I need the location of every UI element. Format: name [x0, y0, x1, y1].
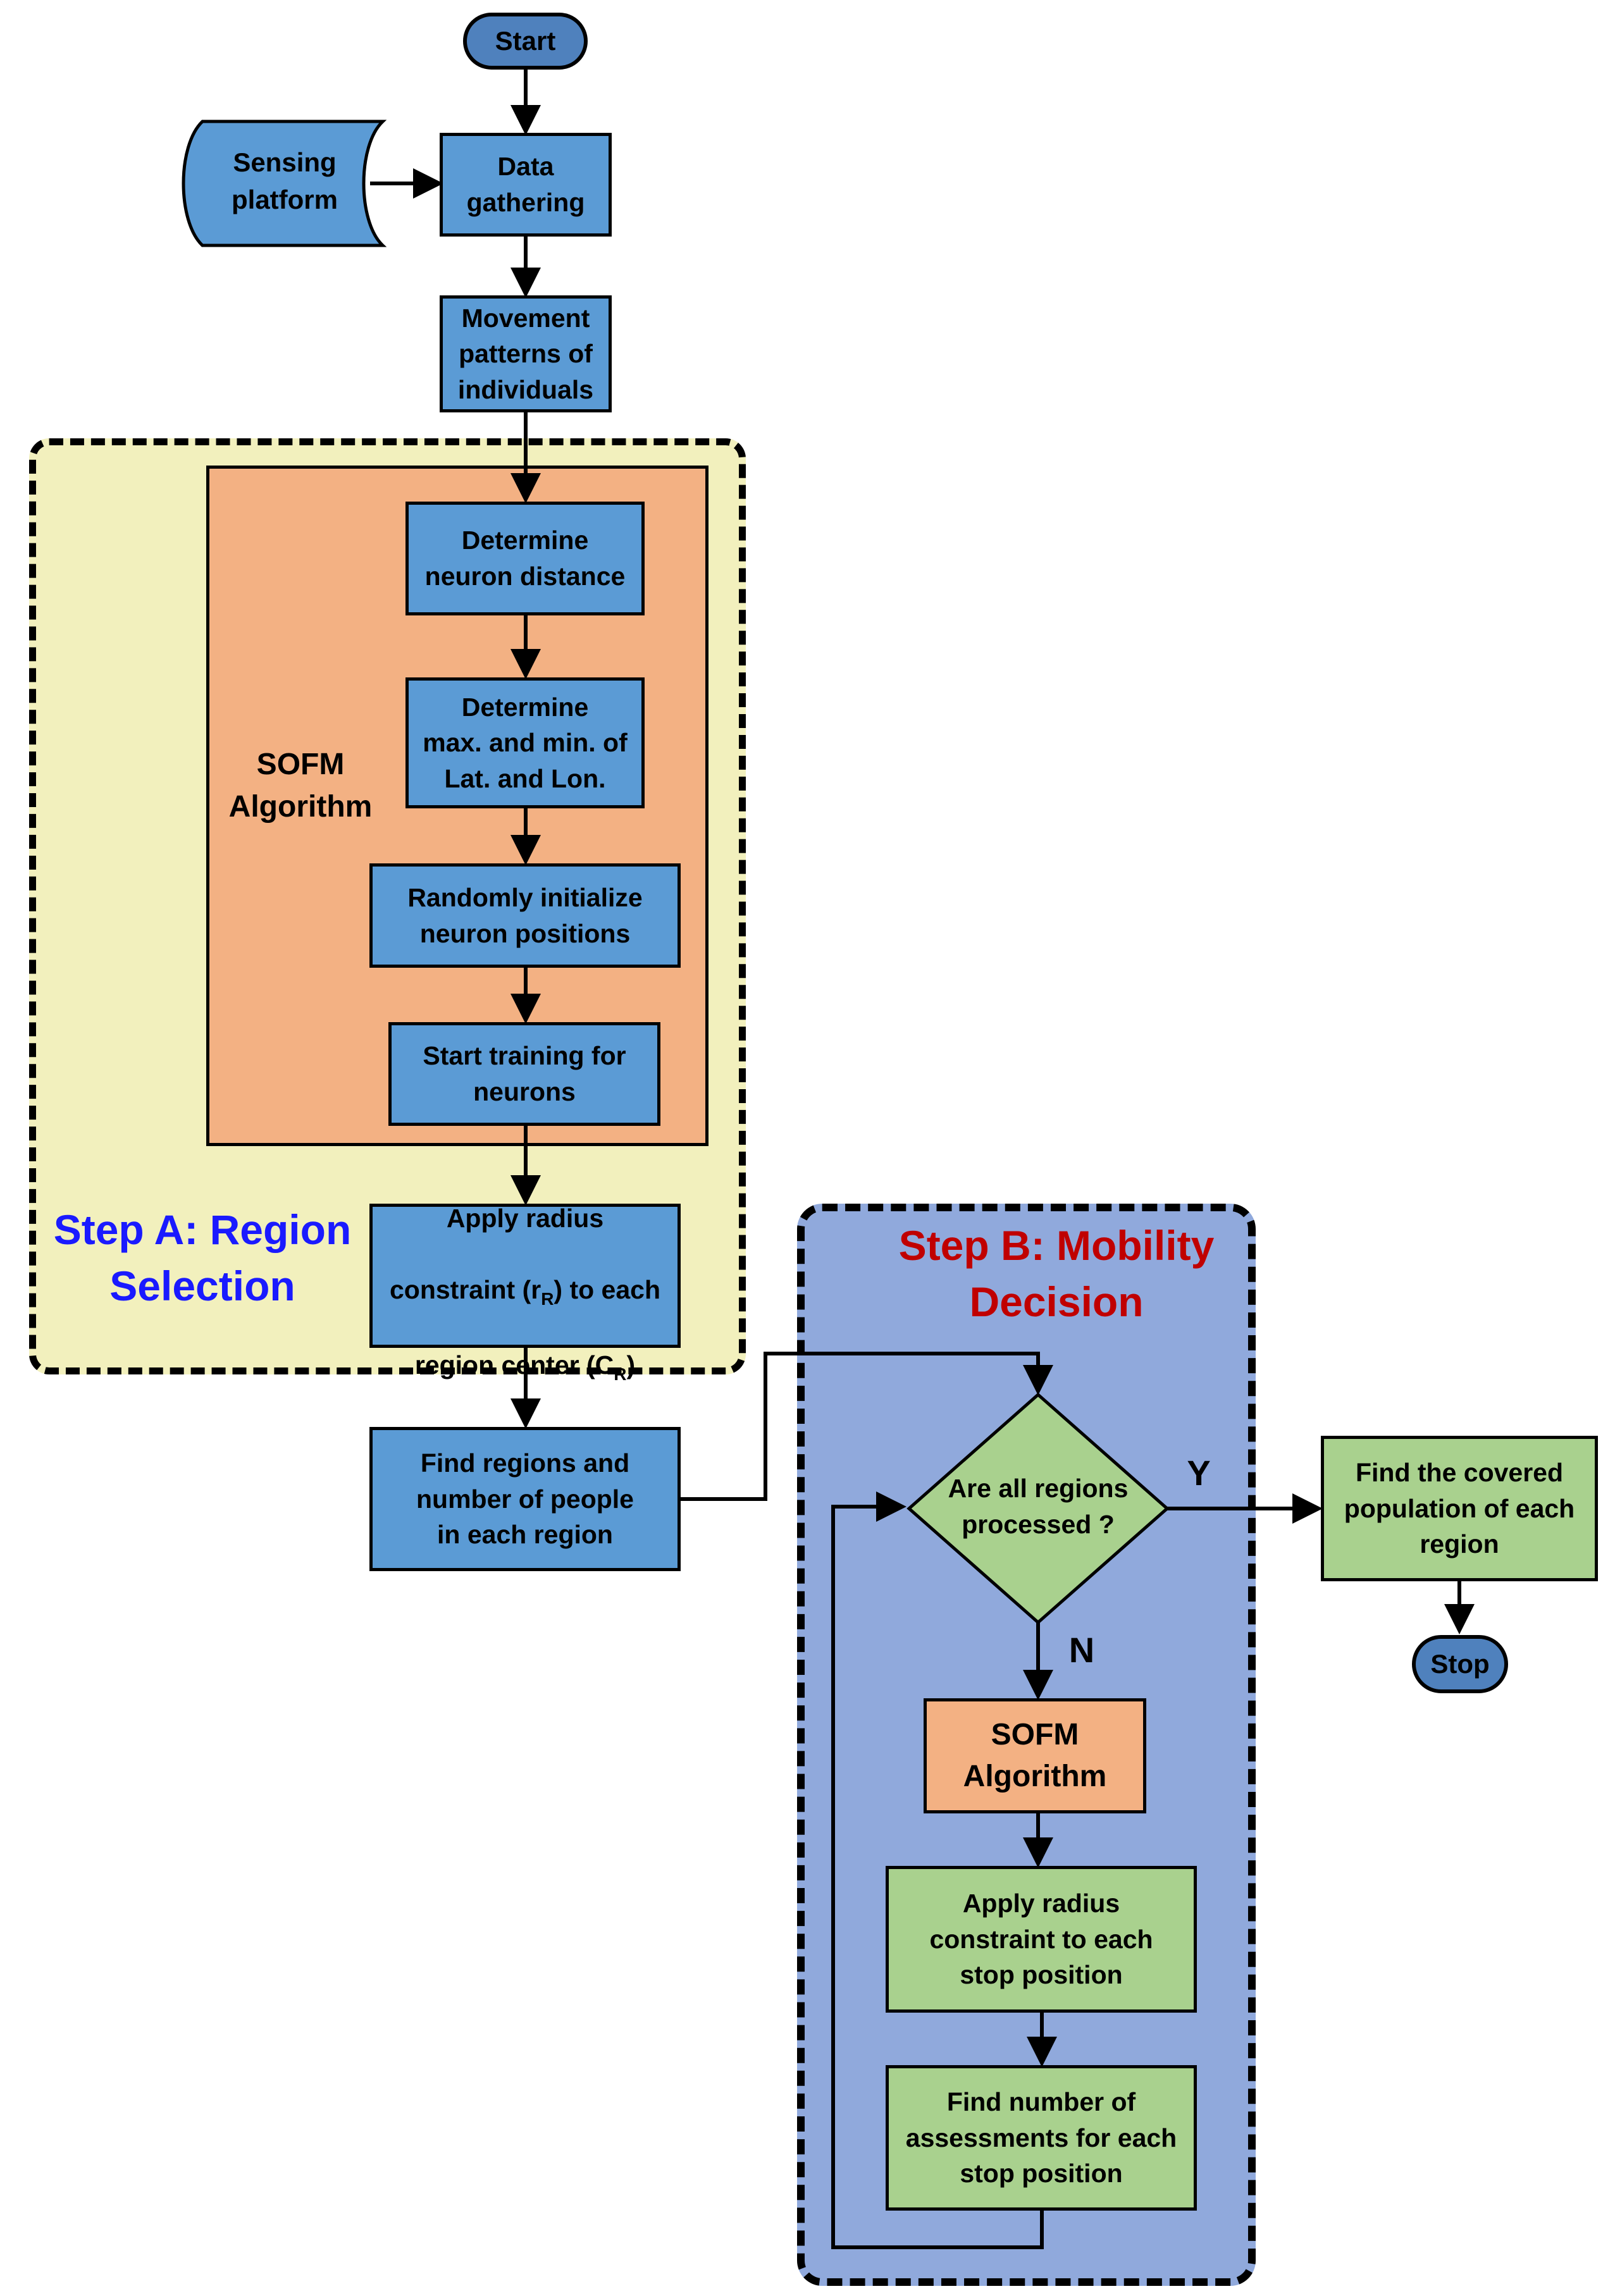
apply-radius-stop-box: Apply radius constraint to each stop pos…: [886, 1866, 1197, 2013]
sofm-algorithm-box: SOFM Algorithm: [924, 1698, 1146, 1813]
sensing-platform-shape: [182, 120, 387, 247]
arrow-find-to-decision: [680, 1352, 1053, 1501]
decision-diamond: [907, 1392, 1170, 1625]
determine-neuron-distance-box: Determine neuron distance: [405, 502, 645, 615]
determine-max-min-box: Determine max. and min. of Lat. and Lon.: [405, 677, 645, 808]
apply-radius-region-text: Apply radius constraint (rR) to each reg…: [389, 1203, 661, 1385]
data-gathering-box: Data gathering: [440, 133, 612, 237]
start-training-box: Start training for neurons: [388, 1022, 660, 1126]
no-label: N: [1068, 1630, 1095, 1670]
sensing-platform-label: Sensing platform: [232, 147, 338, 214]
start-terminal: Start: [463, 13, 588, 70]
arrow-loop-back: [831, 1491, 1044, 2249]
find-assessments-box: Find number of assessments for each stop…: [886, 2065, 1197, 2211]
step-a-title: Step A: Region Selection: [53, 1206, 352, 1310]
find-regions-box: Find regions and number of people in eac…: [369, 1427, 681, 1571]
decision-text: Are all regions processed ?: [948, 1474, 1129, 1540]
step-b-title: Step B: Mobility Decision: [898, 1222, 1215, 1326]
yes-label: Y: [1187, 1453, 1211, 1493]
randomly-initialize-box: Randomly initialize neuron positions: [369, 863, 681, 968]
apply-radius-region-box: Apply radius constraint (rR) to each reg…: [369, 1204, 681, 1384]
find-covered-population-box: Find the covered population of each regi…: [1321, 1436, 1598, 1581]
sofm-algorithm-label: SOFM Algorithm: [228, 748, 373, 824]
stop-terminal: Stop: [1412, 1635, 1508, 1693]
movement-patterns-box: Movement patterns of individuals: [440, 295, 612, 412]
